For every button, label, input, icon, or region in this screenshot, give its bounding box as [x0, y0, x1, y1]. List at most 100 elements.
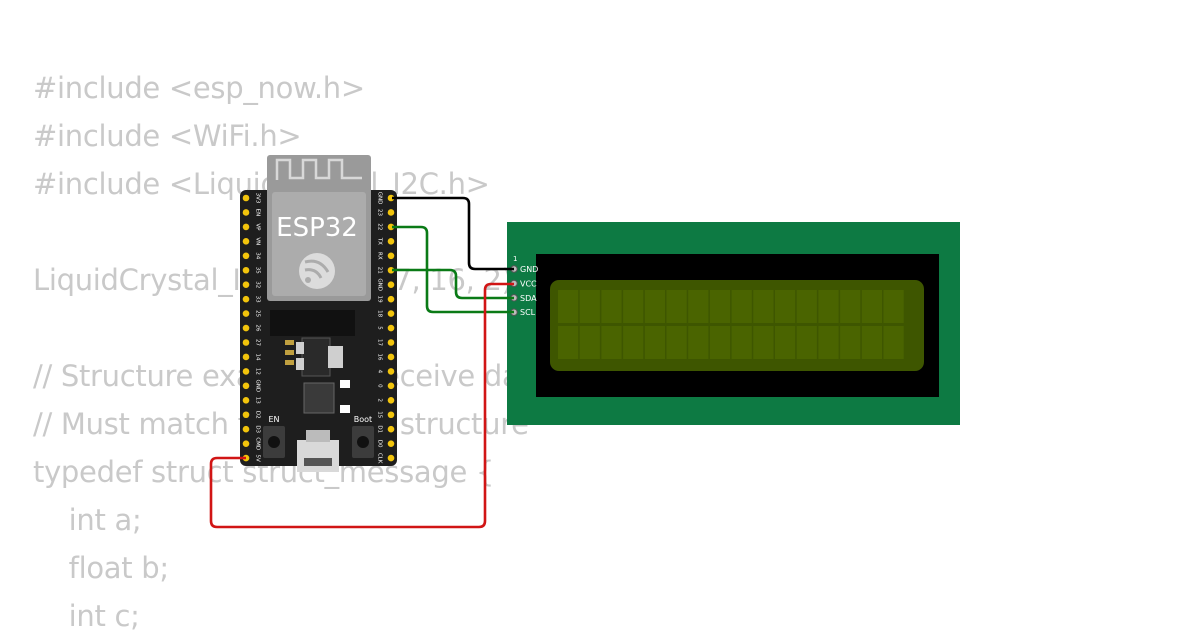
esp32-pin[interactable]: [242, 266, 250, 274]
esp32-pin[interactable]: [242, 324, 250, 332]
esp32-pin[interactable]: [242, 281, 250, 289]
esp32-pin[interactable]: [242, 223, 250, 231]
esp32-pin[interactable]: [242, 339, 250, 346]
esp32-pin-label: 4: [377, 370, 383, 374]
lcd-cell: [644, 290, 665, 323]
lcd-cell: [644, 326, 665, 359]
lcd-cell: [883, 326, 904, 359]
boot-button-label: Boot: [354, 415, 372, 424]
esp32-pin-label: CLK: [377, 453, 383, 464]
lcd-cell: [861, 326, 882, 359]
esp32-pin-label: 33: [255, 296, 261, 303]
lcd-cell: [818, 290, 839, 323]
lcd-pin-number: 1: [513, 255, 517, 263]
esp32-pin[interactable]: [387, 281, 395, 289]
esp32-pin[interactable]: [387, 411, 395, 419]
esp32-pin[interactable]: [242, 411, 250, 419]
esp32-pin[interactable]: [242, 382, 250, 390]
code-line: #include <WiFi.h>: [33, 119, 302, 153]
esp32-pin[interactable]: [242, 310, 250, 317]
esp32-pin[interactable]: [387, 194, 395, 202]
lcd-character-grid: [558, 290, 904, 359]
esp32-pin[interactable]: [387, 209, 395, 216]
esp32-pin[interactable]: [242, 194, 250, 202]
esp32-pin[interactable]: [242, 397, 250, 404]
esp32-pin[interactable]: [242, 295, 250, 303]
esp32-pin-label: 3V3: [255, 193, 261, 204]
esp32-pin[interactable]: [387, 425, 395, 433]
esp32-pin[interactable]: [387, 339, 395, 346]
voltage-regulator: [301, 337, 331, 377]
esp32-pin-label: GND: [377, 278, 383, 291]
esp32-pin[interactable]: [387, 382, 395, 390]
esp32-pin-label: 34: [255, 252, 261, 259]
lcd-cell: [709, 326, 731, 359]
lcd-pin-label: GND: [520, 265, 538, 274]
esp32-pin-label: VP: [255, 223, 261, 231]
lcd-pin-label: VCC: [520, 279, 537, 288]
esp32-pin[interactable]: [387, 310, 395, 317]
esp32-pin-label: 16: [377, 353, 383, 360]
esp32-pin[interactable]: [242, 209, 250, 216]
lcd-cell: [601, 290, 622, 323]
wire-vcc[interactable]: [209, 282, 514, 529]
esp32-pin[interactable]: [387, 238, 395, 245]
code-line: #include <esp_now.h>: [33, 71, 365, 105]
esp32-pin[interactable]: [387, 295, 395, 303]
code-line: float b;: [33, 551, 169, 585]
esp32-pin[interactable]: [387, 353, 395, 361]
lcd-cell: [861, 290, 882, 323]
lcd-cell: [579, 326, 600, 359]
esp32-pin-label: 2: [377, 399, 383, 403]
espressif-logo-icon: [299, 253, 335, 289]
esp32-pin[interactable]: [387, 454, 395, 462]
esp32-pin-label: GND: [255, 380, 261, 393]
usb-port[interactable]: [297, 440, 339, 472]
wire-sda[interactable]: [392, 268, 514, 300]
esp32-pin[interactable]: [242, 353, 250, 361]
esp32-pin-label: 21: [377, 267, 383, 274]
esp32-pin[interactable]: [242, 440, 250, 447]
esp32-pin[interactable]: [387, 368, 395, 375]
esp32-pin[interactable]: [242, 368, 250, 375]
esp32-pin-label: 25: [255, 310, 261, 317]
lcd-cell: [558, 290, 579, 323]
esp32-pin-label: 5: [377, 326, 383, 330]
esp32-pin[interactable]: [387, 324, 395, 332]
lcd-cell: [623, 326, 644, 359]
lcd-cell: [840, 290, 861, 323]
esp32-pin-label: 35: [255, 267, 261, 274]
lcd-cell: [775, 290, 796, 323]
lcd-cell: [666, 290, 687, 323]
esp32-pin-label: EN: [255, 209, 261, 217]
esp32-pin[interactable]: [387, 397, 395, 404]
lcd-cell: [840, 326, 861, 359]
esp32-pin[interactable]: [387, 252, 395, 260]
esp32-pin[interactable]: [242, 238, 250, 245]
esp32-pin-label: 27: [255, 339, 261, 346]
lcd-cell: [753, 290, 774, 323]
esp32-pin-label: D0: [377, 440, 383, 448]
esp32-board[interactable]: ESP32 EN Boot 3V3ENVPVN34353233252627141…: [240, 155, 397, 472]
esp32-pin-label: 0: [377, 384, 383, 388]
esp32-pin-label: D1: [377, 425, 383, 433]
esp32-pin-label: 23: [377, 209, 383, 216]
esp32-pin[interactable]: [387, 223, 395, 231]
esp32-pin-label: 22: [377, 223, 383, 230]
esp32-pin[interactable]: [387, 266, 395, 274]
esp32-pin-label: 18: [377, 310, 383, 317]
wire-gnd[interactable]: [392, 196, 514, 271]
esp32-pin[interactable]: [242, 252, 250, 260]
esp32-pin-label: TX: [377, 237, 383, 245]
en-button-label: EN: [268, 415, 279, 424]
esp32-pin[interactable]: [242, 425, 250, 433]
lcd-pin-label: SCL: [520, 308, 536, 317]
lcd-cell: [623, 290, 644, 323]
lcd-cell: [796, 290, 817, 323]
esp32-pin-label: 32: [255, 281, 261, 288]
esp32-pin-label: 15: [377, 411, 383, 418]
esp32-pin[interactable]: [387, 440, 395, 447]
